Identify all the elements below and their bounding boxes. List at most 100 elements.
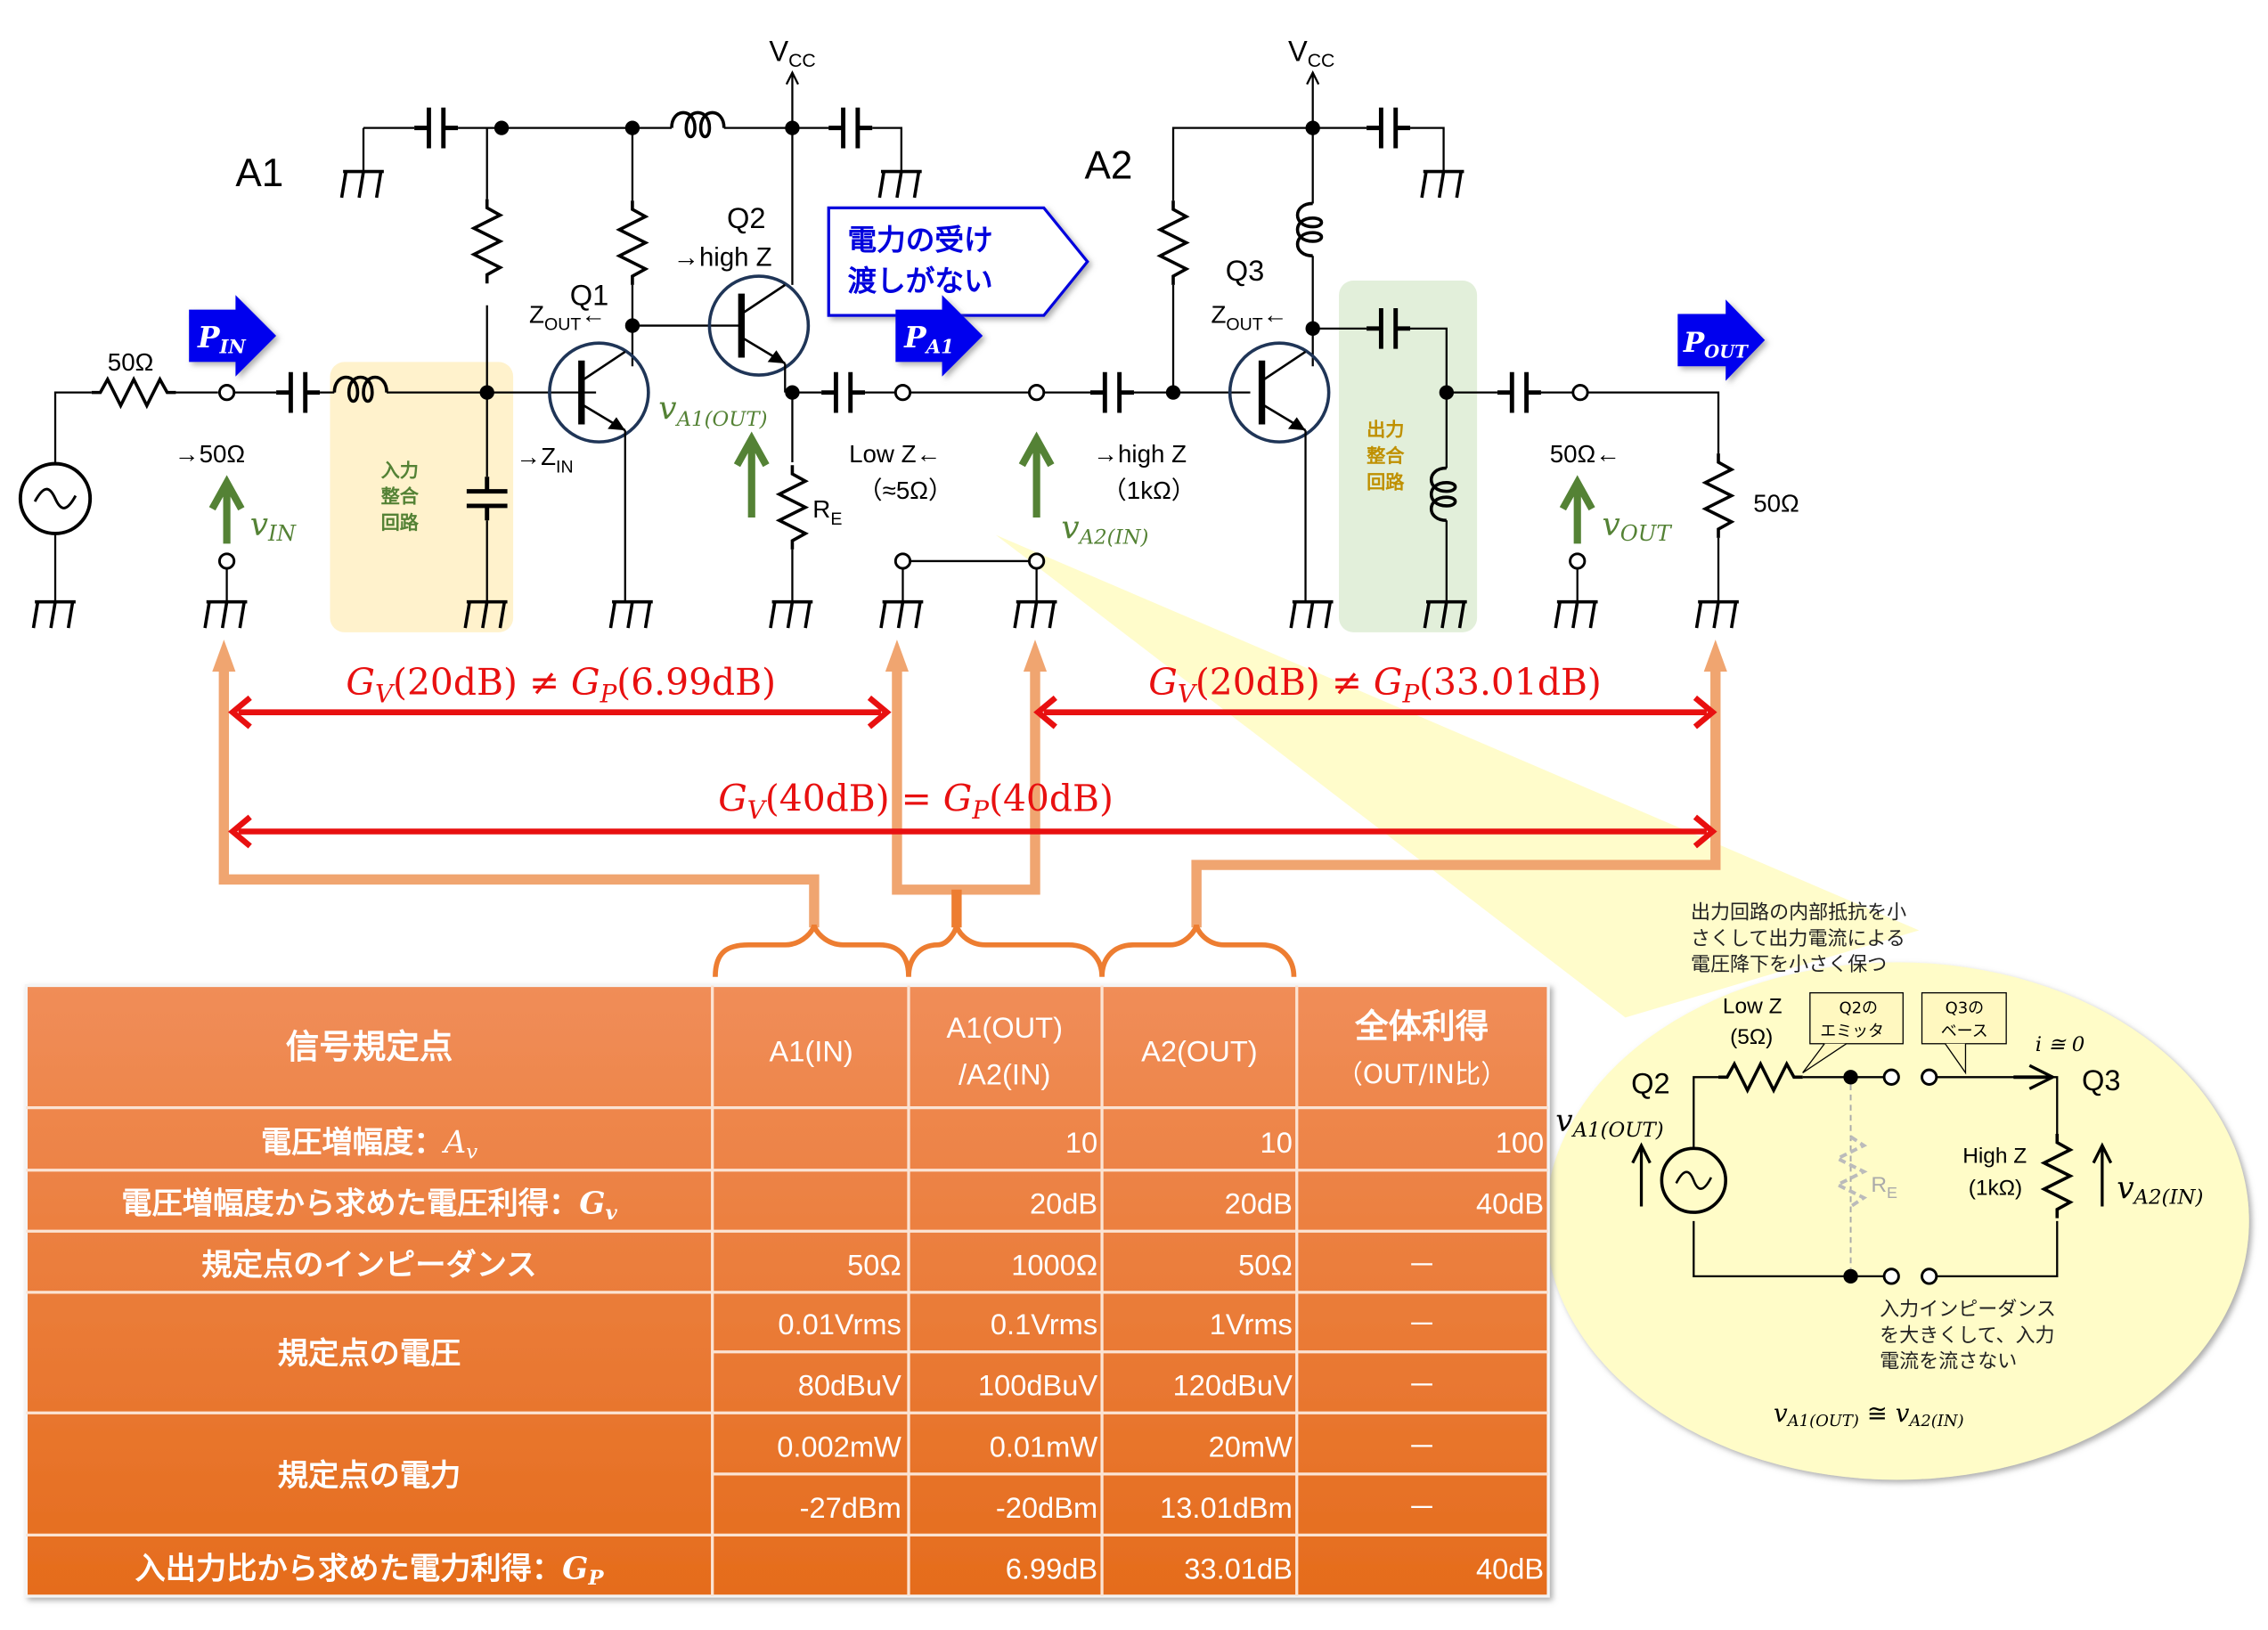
svg-text:整合: 整合 bbox=[381, 485, 420, 509]
svg-text:1Vrms: 1Vrms bbox=[1210, 1308, 1293, 1341]
q1-zout-label: ZOUT← bbox=[529, 300, 606, 334]
stage-a2-label: A2 bbox=[1084, 144, 1132, 188]
low-z-value: （≈5Ω） bbox=[858, 477, 953, 504]
svg-text:電圧降下を小さく保つ: 電圧降下を小さく保つ bbox=[1691, 954, 1887, 976]
svg-text:50Ω: 50Ω bbox=[847, 1248, 901, 1281]
row-label-voltage: 規定点の電圧 bbox=[278, 1336, 461, 1372]
svg-text:GV(40dB) = GP(40dB): GV(40dB) = GP(40dB) bbox=[718, 778, 1114, 825]
svg-text:を大きくして、入力: を大きくして、入力 bbox=[1880, 1324, 2054, 1347]
svg-text:入力インピーダンス: 入力インピーダンス bbox=[1880, 1299, 2056, 1321]
zoom-callout: 出力回路の内部抵抗を小 さくして出力電流による 電圧降下を小さく保つ Low Z… bbox=[1545, 901, 2249, 1480]
svg-text:PIN: PIN bbox=[197, 320, 247, 359]
svg-text:さくして出力電流による: さくして出力電流による bbox=[1691, 928, 1905, 950]
svg-text:－: － bbox=[1407, 1491, 1437, 1524]
input-matching-box bbox=[330, 362, 514, 632]
q2-high-z-label: →high Z bbox=[673, 243, 772, 273]
header-a2-in: /A2(IN) bbox=[959, 1057, 1050, 1090]
gain-arrow-a1: GV(20dB) ≠ GP(6.99dB) bbox=[228, 661, 892, 729]
collector-inductor-icon bbox=[1295, 201, 1324, 258]
power-arrow-out: POUT bbox=[1677, 299, 1766, 381]
power-arrow-a1: PA1 bbox=[895, 295, 983, 377]
v-in-label: vIN bbox=[250, 507, 298, 547]
q2-emitter-note: Q2の bbox=[1839, 999, 1877, 1018]
callout-low-z: Low Z bbox=[1723, 995, 1783, 1019]
v-a1-out-label: vA1(OUT) bbox=[658, 390, 767, 431]
svg-text:40dB: 40dB bbox=[1476, 1187, 1544, 1220]
high-z-value: （1kΩ） bbox=[1102, 477, 1195, 504]
q2-label: Q2 bbox=[727, 201, 766, 234]
input-matching-label: 入力 整合 回路 bbox=[381, 460, 420, 534]
svg-text:100: 100 bbox=[1496, 1126, 1544, 1159]
svg-text:120dBuV: 120dBuV bbox=[1173, 1369, 1293, 1402]
vcc-label-a1: VCC bbox=[769, 35, 815, 72]
callout-tail bbox=[995, 534, 1920, 1018]
v-in-arrow-icon bbox=[208, 475, 245, 544]
stage-a1-label: A1 bbox=[235, 151, 283, 195]
svg-text:33.01dB: 33.01dB bbox=[1184, 1552, 1293, 1585]
connector-lines bbox=[218, 661, 1721, 928]
v-out-arrow-icon bbox=[1559, 475, 1595, 544]
output-impedance-label: 50Ω← bbox=[1550, 440, 1620, 468]
callout-q3-label: Q3 bbox=[2082, 1064, 2121, 1096]
gain-arrow-a2: GV(20dB) ≠ GP(33.01dB) bbox=[1033, 661, 1717, 729]
svg-text:20dB: 20dB bbox=[1225, 1187, 1293, 1220]
header-a1-out: A1(OUT) bbox=[946, 1011, 1063, 1044]
connector-arrowheads bbox=[212, 640, 1727, 672]
q3-zout-label: ZOUT← bbox=[1211, 300, 1287, 334]
svg-text:13.01dBm: 13.01dBm bbox=[1160, 1491, 1293, 1524]
callout-v-out: vA1(OUT) bbox=[1555, 1104, 1663, 1143]
svg-text:0.1Vrms: 0.1Vrms bbox=[991, 1308, 1097, 1341]
no-power-transfer-callout: 電力の受け 渡しがない bbox=[827, 206, 1089, 317]
callout-bottom-note: 入力インピーダンス を大きくして、入力 電流を流さない bbox=[1880, 1299, 2056, 1373]
svg-text:0.01mW: 0.01mW bbox=[990, 1430, 1098, 1463]
svg-text:10: 10 bbox=[1260, 1126, 1293, 1159]
svg-text:POUT: POUT bbox=[1683, 327, 1749, 363]
callout-low-z-value: (5Ω) bbox=[1730, 1025, 1773, 1049]
svg-text:－: － bbox=[1407, 1430, 1437, 1463]
row-label-voltage-amp: 電圧増幅度：Av bbox=[261, 1125, 477, 1164]
svg-text:回路: 回路 bbox=[1367, 470, 1405, 493]
svg-text:出力: 出力 bbox=[1367, 420, 1404, 442]
v-a1-out-arrow-icon bbox=[733, 431, 770, 518]
svg-text:1000Ω: 1000Ω bbox=[1011, 1248, 1097, 1281]
v-out-label: vOUT bbox=[1602, 507, 1672, 547]
q1-zin-label: →ZIN bbox=[516, 443, 573, 477]
svg-text:出力回路の内部抵抗を小: 出力回路の内部抵抗を小 bbox=[1691, 901, 1906, 924]
vcc-label-a2: VCC bbox=[1288, 35, 1334, 72]
svg-text:10: 10 bbox=[1065, 1126, 1097, 1159]
svg-text:回路: 回路 bbox=[381, 511, 420, 534]
v-a2-in-arrow-icon bbox=[1018, 431, 1055, 518]
re-label: RE bbox=[812, 495, 842, 529]
output-matching-box bbox=[1339, 280, 1478, 632]
svg-text:－: － bbox=[1407, 1308, 1437, 1341]
svg-text:50Ω: 50Ω bbox=[1238, 1248, 1293, 1281]
a1-circuit bbox=[18, 70, 1090, 630]
header-a1-in: A1(IN) bbox=[770, 1034, 853, 1067]
callout-high-z-value: (1kΩ) bbox=[1969, 1177, 2022, 1201]
callout-source-icon bbox=[1660, 1146, 1727, 1214]
svg-text:0.01Vrms: 0.01Vrms bbox=[778, 1308, 901, 1341]
gain-arrow-total: GV(40dB) = GP(40dB) bbox=[228, 778, 1717, 849]
svg-text:20dB: 20dB bbox=[1030, 1187, 1097, 1220]
gain-table: 信号規定点 A1(IN) A1(OUT) /A2(IN) A2(OUT) 全体利… bbox=[24, 983, 1550, 1598]
row-label-power: 規定点の電力 bbox=[278, 1458, 461, 1494]
svg-text:GV(20dB) ≠ GP(33.01dB): GV(20dB) ≠ GP(33.01dB) bbox=[1148, 661, 1602, 708]
svg-text:PA1: PA1 bbox=[903, 320, 954, 359]
callout-q2-label: Q2 bbox=[1631, 1066, 1670, 1099]
svg-text:エミッタ: エミッタ bbox=[1820, 1023, 1884, 1041]
power-arrow-in: PIN bbox=[189, 295, 277, 377]
low-z-label: Low Z← bbox=[849, 440, 941, 468]
svg-text:GV(20dB) ≠ GP(6.99dB): GV(20dB) ≠ GP(6.99dB) bbox=[346, 661, 776, 708]
svg-text:電力の受け: 電力の受け bbox=[847, 224, 992, 257]
svg-text:20mW: 20mW bbox=[1209, 1430, 1293, 1463]
q1-label: Q1 bbox=[570, 279, 609, 312]
row-label-voltage-gain: 電圧増幅度から求めた電圧利得：Gv bbox=[121, 1186, 617, 1226]
current-label: i ≅ 0 bbox=[2035, 1033, 2084, 1056]
table-brace bbox=[713, 924, 1297, 977]
q3-label: Q3 bbox=[1226, 254, 1265, 287]
header-total-gain: 全体利得 bbox=[1354, 1007, 1489, 1046]
svg-text:-20dBm: -20dBm bbox=[996, 1491, 1097, 1524]
v-a2-in-label: vA2(IN) bbox=[1061, 509, 1148, 550]
svg-text:40dB: 40dB bbox=[1476, 1552, 1544, 1585]
callout-equation: vA1(OUT) ≅ vA2(IN) bbox=[1774, 1398, 1964, 1430]
